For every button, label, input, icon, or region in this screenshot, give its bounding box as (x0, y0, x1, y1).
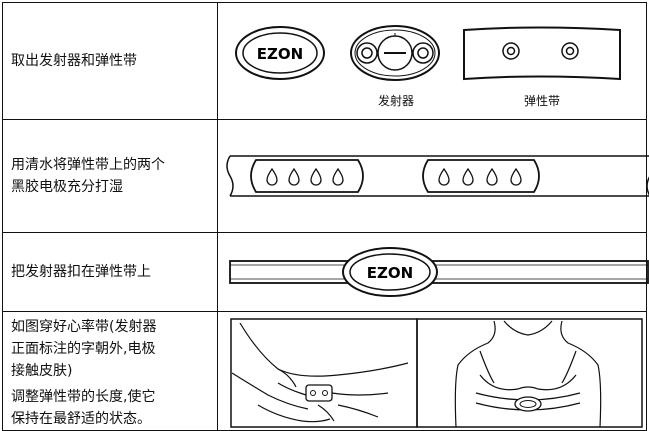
right-electrode (422, 159, 540, 193)
step-row-4: 如图穿好心率带(发射器 正面标注的字朝外,电极 接触皮肤) 调整弹性带的长度,使… (2, 311, 647, 431)
step-row-1: 取出发射器和弹性带 EZON (2, 2, 647, 120)
step-4-text-line2: 正面标注的字朝外,电极 (11, 341, 156, 357)
step-3-text: 把发射器扣在弹性带上 (11, 264, 151, 280)
transmitter-front: EZON (235, 26, 325, 80)
clip-transmitter-drawing: EZON (229, 247, 649, 297)
step-4-text-line1: 如图穿好心率带(发射器 (11, 319, 157, 335)
left-electrode (250, 159, 364, 193)
transmitter-back (350, 25, 440, 81)
wearing-strap-scene (416, 318, 643, 428)
fasten-strap-scene (230, 318, 418, 428)
wet-electrodes-drawing (226, 155, 649, 197)
step-3-illustration: EZON (217, 232, 649, 312)
step-row-2: 用清水将弹性带上的两个 黑胶电极充分打湿 (2, 119, 649, 233)
transmitter-and-strap-drawing: EZON (235, 25, 621, 81)
transmitter-logo: EZON (257, 45, 303, 63)
step-1-label: 取出发射器和弹性带 (2, 2, 218, 120)
attached-transmitter-logo: EZON (367, 264, 413, 282)
transmitter-caption: 发射器 (378, 94, 415, 108)
step-3-label: 把发射器扣在弹性带上 (2, 232, 218, 312)
step-4-illustration (217, 311, 647, 431)
step-1-illustration: EZON (217, 2, 647, 120)
wearing-strap-drawings (230, 318, 643, 428)
step-1-text: 取出发射器和弹性带 (11, 53, 137, 69)
step-4-label: 如图穿好心率带(发射器 正面标注的字朝外,电极 接触皮肤) 调整弹性带的长度,使… (2, 311, 218, 431)
step-2-label: 用清水将弹性带上的两个 黑胶电极充分打湿 (2, 119, 218, 233)
strap-caption: 弹性带 (524, 94, 561, 108)
step-2-illustration (217, 119, 649, 233)
step-4-text-line3: 接触皮肤) (11, 363, 73, 379)
step-row-3: 把发射器扣在弹性带上 EZON (2, 232, 649, 312)
step-4-text-line5: 保持在最舒适的状态。 (11, 411, 151, 427)
strap-piece (463, 26, 621, 81)
step-2-text-line2: 黑胶电极充分打湿 (11, 179, 123, 195)
attached-transmitter: EZON (342, 247, 438, 297)
step-2-text-line1: 用清水将弹性带上的两个 (11, 157, 165, 173)
step-4-text-line4: 调整弹性带的长度,使它 (11, 389, 156, 405)
